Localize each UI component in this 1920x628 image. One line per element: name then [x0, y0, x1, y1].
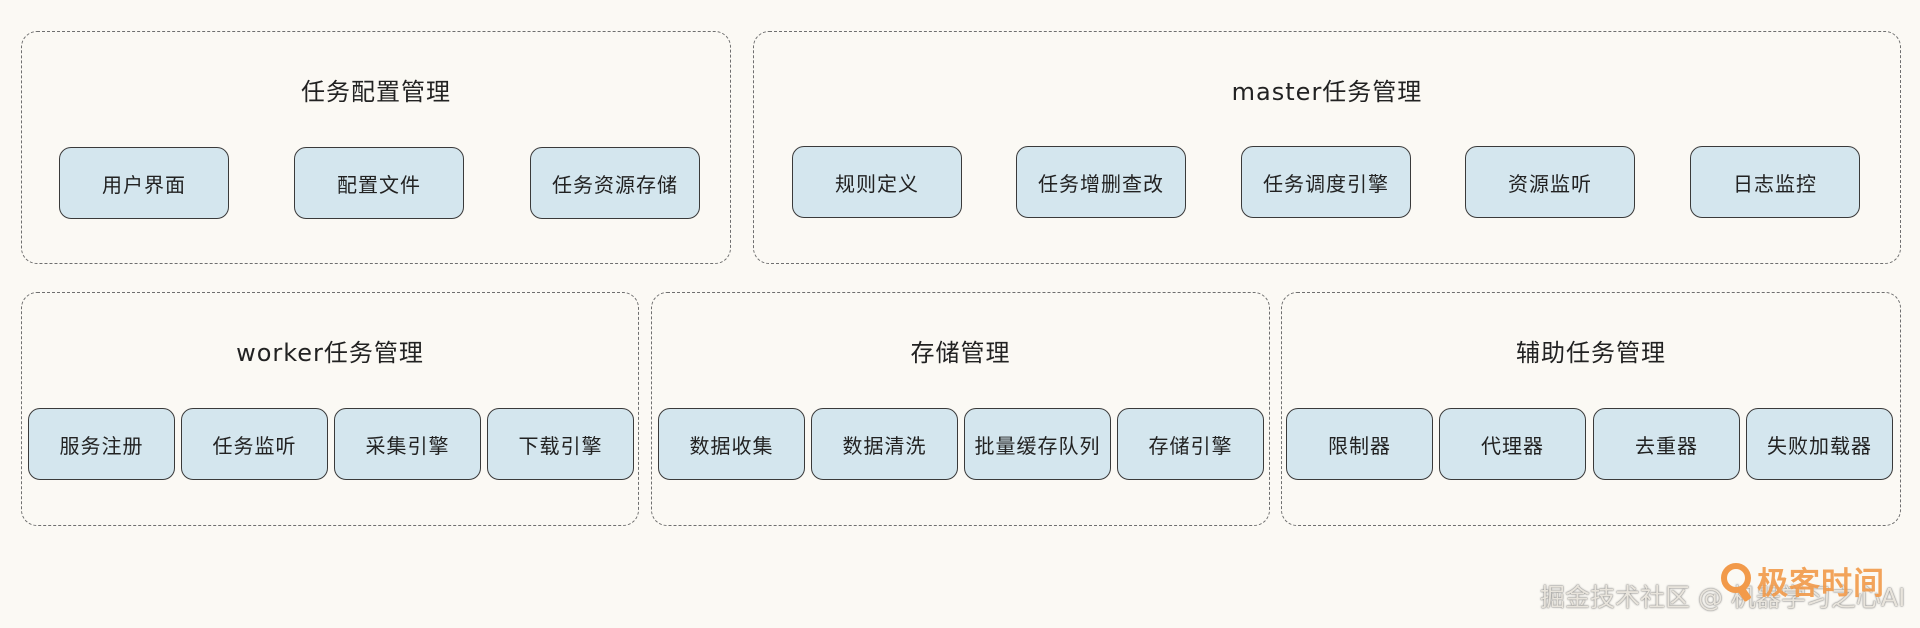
group-storage: 存储管理 数据收集 数据清洗 批量缓存队列 存储引擎: [651, 292, 1270, 526]
node-config-file: 配置文件: [294, 147, 464, 219]
group-title: 辅助任务管理: [1516, 339, 1666, 367]
group-title: master任务管理: [1231, 78, 1423, 106]
group-title: 任务配置管理: [301, 78, 451, 106]
group-title: worker任务管理: [236, 339, 424, 367]
node-rule-definition: 规则定义: [792, 146, 962, 218]
watermark-text: 掘金技术社区 @ 机器学习之心AI: [1540, 583, 1906, 612]
group-title: 存储管理: [910, 339, 1011, 367]
group-master: master任务管理 规则定义 任务增删查改 任务调度引擎 资源监听 日志监控: [753, 31, 1901, 264]
node-user-interface: 用户界面: [59, 147, 229, 219]
node-log-monitor: 日志监控: [1690, 146, 1860, 218]
node-batch-cache-queue: 批量缓存队列: [964, 408, 1111, 480]
group-auxiliary: 辅助任务管理 限制器 代理器 去重器 失败加载器: [1281, 292, 1901, 526]
node-task-listener: 任务监听: [181, 408, 328, 480]
geektime-logo-text: 极客时间: [1757, 566, 1885, 602]
geektime-logo-icon: [1721, 563, 1751, 593]
node-task-scheduler: 任务调度引擎: [1241, 146, 1411, 218]
node-crawl-engine: 采集引擎: [334, 408, 481, 480]
node-limiter: 限制器: [1286, 408, 1433, 480]
node-task-resource-storage: 任务资源存储: [530, 147, 700, 219]
node-data-collection: 数据收集: [658, 408, 805, 480]
node-proxy: 代理器: [1439, 408, 1586, 480]
node-deduplicator: 去重器: [1593, 408, 1740, 480]
group-task-config: 任务配置管理 用户界面 配置文件 任务资源存储: [21, 31, 731, 264]
node-resource-listener: 资源监听: [1465, 146, 1635, 218]
node-storage-engine: 存储引擎: [1117, 408, 1264, 480]
node-data-cleaning: 数据清洗: [811, 408, 958, 480]
node-service-registry: 服务注册: [28, 408, 175, 480]
node-failure-loader: 失败加载器: [1746, 408, 1893, 480]
group-worker: worker任务管理 服务注册 任务监听 采集引擎 下载引擎: [21, 292, 639, 526]
node-task-crud: 任务增删查改: [1016, 146, 1186, 218]
node-download-engine: 下载引擎: [487, 408, 634, 480]
